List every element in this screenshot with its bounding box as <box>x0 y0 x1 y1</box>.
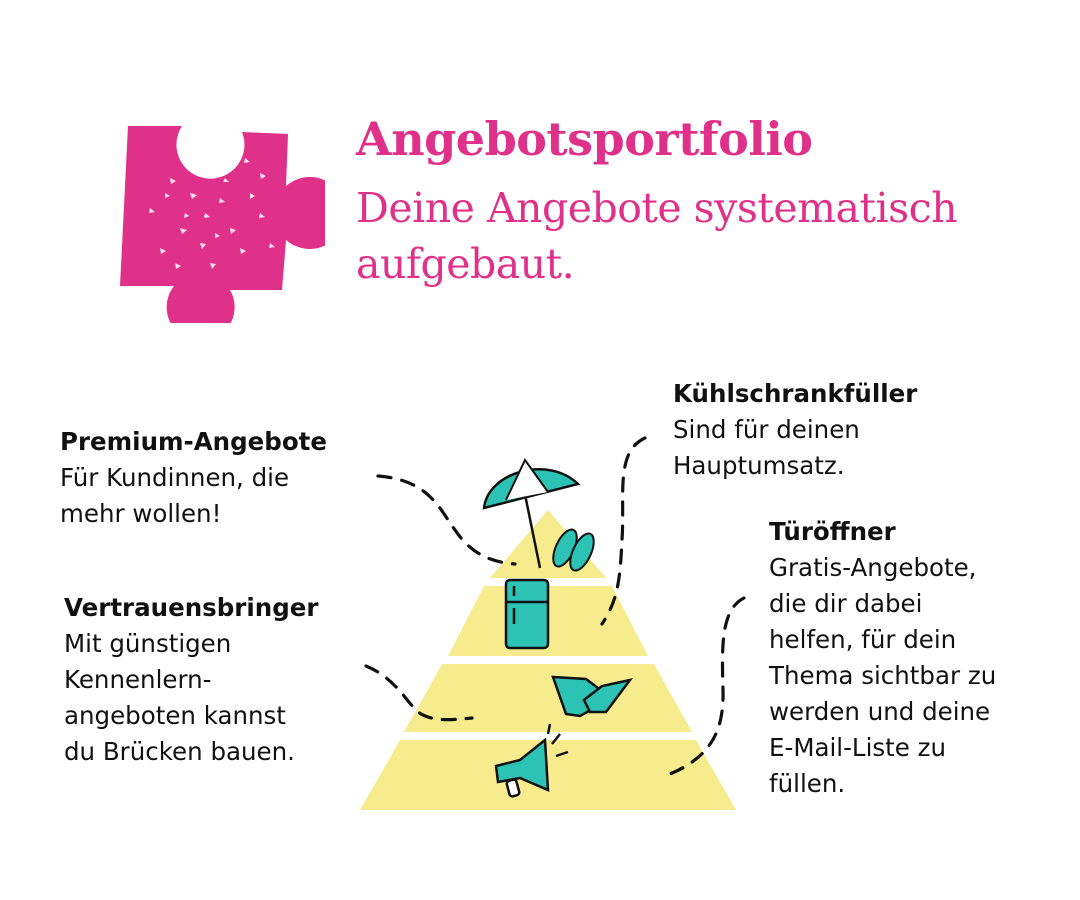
connector-door <box>663 596 746 778</box>
connector-trust <box>364 664 474 722</box>
page-subtitle: Deine Angebote systematisch aufgebaut. <box>356 184 957 288</box>
pyramid-tier-trust <box>404 664 692 732</box>
door-heading: Türöffner <box>769 517 896 546</box>
puzzle-piece-icon <box>120 126 325 323</box>
label-fridge: Kühlschrankfüller Sind für deinen Hauptu… <box>673 376 1003 484</box>
label-trust: Vertrauensbringer Mit günstigen Kennenle… <box>64 590 364 770</box>
premium-heading: Premium-Angebote <box>60 427 327 456</box>
megaphone-icon <box>494 723 569 798</box>
connector-premium <box>376 474 517 566</box>
fridge-icon <box>504 578 550 650</box>
fridge-heading: Kühlschrankfüller <box>673 379 918 408</box>
label-premium: Premium-Angebote Für Kundinnen, die mehr… <box>60 424 360 532</box>
handshake-icon <box>551 675 634 718</box>
beach-umbrella-icon <box>482 458 581 569</box>
label-door: Türöffner Gratis-Angebote, die dir dabei… <box>769 514 1069 802</box>
trust-heading: Vertrauensbringer <box>64 593 319 622</box>
trust-text: Mit günstigen Kennenlern- angeboten kann… <box>64 629 295 766</box>
fridge-text: Sind für deinen Hauptumsatz. <box>673 415 860 480</box>
door-text: Gratis-Angebote, die dir dabei helfen, f… <box>769 553 997 798</box>
premium-text: Für Kundinnen, die mehr wollen! <box>60 463 290 528</box>
flip-flops-icon <box>552 528 595 572</box>
page-title: Angebotsportfolio <box>356 112 813 166</box>
connector-fridge <box>600 436 647 626</box>
